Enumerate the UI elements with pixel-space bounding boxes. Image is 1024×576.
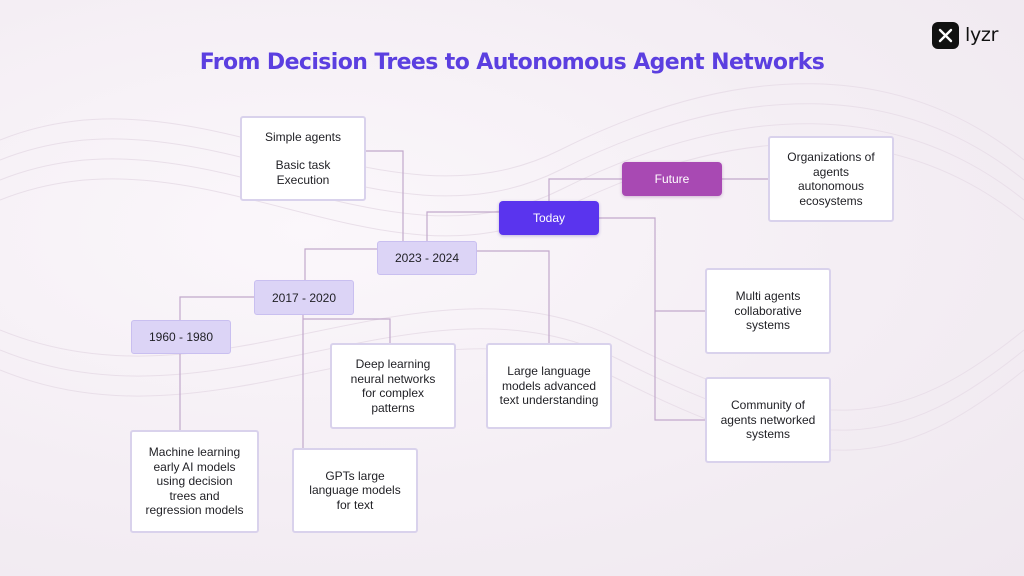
card-text-line: Machine learning — [148, 445, 241, 460]
era-2023-2024: 2023 - 2024 — [377, 241, 477, 275]
card-text-line: collaborative — [734, 303, 802, 318]
card-text-line: patterns — [371, 400, 415, 415]
card-text-line: Organizations of — [787, 150, 875, 164]
card-text-line: GPTs large — [325, 468, 385, 483]
card-text-line: Deep learning — [355, 357, 431, 371]
card-text-line: agents — [812, 164, 850, 179]
card-text-line: systems — [745, 427, 790, 442]
card-text-line: Simple agents — [264, 129, 342, 144]
card-text-line: Multi agents — [735, 289, 801, 304]
card-simple-agents: Simple agents Basic task Execution — [240, 116, 366, 201]
card-text-line: Community of — [730, 398, 806, 413]
card-text-line: regression models — [145, 503, 244, 518]
card-text-line: models advanced — [501, 378, 597, 393]
card-text-line: Large language — [507, 364, 591, 379]
card-community: Community of agents networked systems — [705, 377, 831, 463]
card-text-line: neural networks — [350, 371, 436, 386]
card-text-line: autonomous — [797, 179, 865, 193]
card-text-line: early AI models — [153, 459, 236, 474]
card-text-line: language models — [309, 483, 401, 498]
card-text-line: text understanding — [499, 393, 599, 408]
brand-name: lyzr — [965, 24, 999, 46]
card-machine-learning: Machine learning early AI models using d… — [130, 430, 259, 533]
card-multi-agents: Multi agents collaborative systems — [705, 268, 831, 354]
card-gpts: GPTs large language models for text — [292, 448, 418, 533]
card-text-line: systems — [745, 318, 790, 333]
era-2017-2020: 2017 - 2020 — [254, 280, 354, 315]
card-text-line: for complex — [361, 386, 425, 400]
card-text-line: trees and — [169, 488, 220, 503]
card-text-line: ecosystems — [799, 193, 863, 208]
page-title: From Decision Trees to Autonomous Agent … — [199, 50, 825, 75]
card-text-line: using decision — [156, 474, 233, 489]
card-text-line: for text — [336, 497, 374, 512]
era-today: Today — [499, 201, 599, 235]
card-text-line: Basic task — [275, 158, 331, 173]
era-future: Future — [622, 162, 722, 196]
lyzr-logo: lyzr — [932, 20, 1012, 50]
card-large-language-models: Large language models advanced text unde… — [486, 343, 612, 429]
lyzr-logo-icon — [932, 21, 959, 49]
era-1960-1980: 1960 - 1980 — [131, 320, 231, 354]
card-text-line: Execution — [276, 172, 330, 187]
card-text-line: agents networked — [720, 412, 816, 427]
card-organizations: Organizations of agents autonomous ecosy… — [768, 136, 894, 222]
card-deep-learning: Deep learning neural networks for comple… — [330, 343, 456, 429]
